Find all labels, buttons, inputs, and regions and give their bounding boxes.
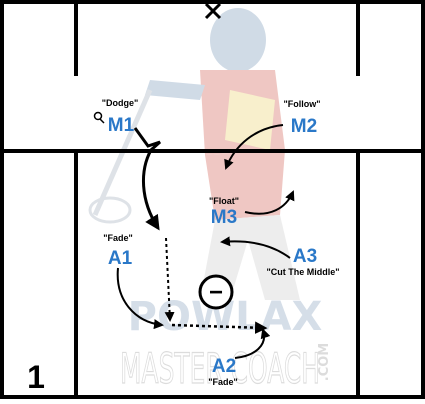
a2-fade-path — [234, 328, 271, 359]
a3-id-label: A3 — [293, 246, 317, 267]
m3-id-label: M3 — [211, 207, 237, 228]
a2-id-label: A2 — [212, 356, 236, 377]
m3-action-label: "Float" — [209, 196, 239, 206]
player-a1: "Fade" A1 — [103, 233, 133, 269]
step-number: 1 — [27, 359, 45, 395]
m3-float-path — [244, 190, 295, 215]
a3-cut-path — [220, 236, 291, 259]
goal-symbol: − — [198, 274, 234, 310]
watermark-side: .COM — [317, 343, 332, 381]
a1-id-label: A1 — [108, 248, 133, 269]
player-a3: A3 "Cut The Middle" — [266, 246, 339, 277]
m1-action-label: "Dodge" — [102, 98, 139, 108]
a1-action-label: "Fade" — [103, 233, 133, 243]
movement-paths — [116, 124, 295, 359]
goal-symbol-glyph: − — [209, 279, 223, 306]
a3-action-label: "Cut The Middle" — [266, 267, 339, 277]
top-x-mark — [204, 2, 222, 20]
ball-icon — [93, 111, 103, 121]
player-m1: "Dodge" M1 — [102, 98, 139, 136]
m2-id-label: M2 — [291, 116, 317, 137]
m1-dodge-path — [133, 127, 161, 231]
player-a2: A2 "Fade" — [208, 356, 238, 387]
m1-dotted-path — [164, 237, 175, 322]
a1-fade-path — [116, 267, 164, 330]
player-m3: "Float" M3 — [209, 196, 239, 228]
player-m2: "Follow" M2 — [283, 99, 320, 137]
m2-follow-path — [224, 124, 284, 170]
m2-action-label: "Follow" — [283, 99, 320, 109]
a2-action-label: "Fade" — [208, 377, 238, 387]
watermark-line2: MASTER COACH — [120, 344, 320, 393]
m1-id-label: M1 — [108, 115, 135, 136]
